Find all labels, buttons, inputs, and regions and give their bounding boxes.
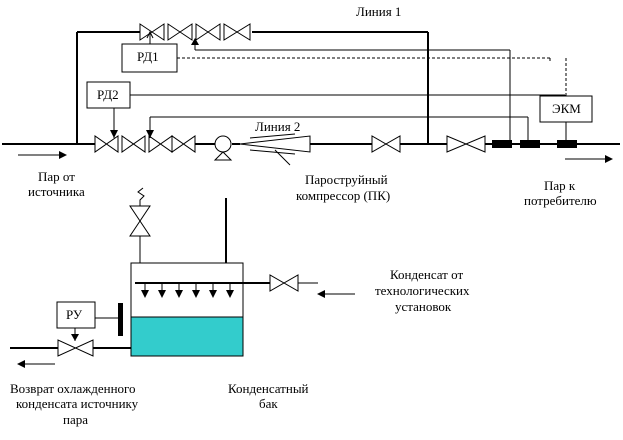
tank-safety-valve: [129, 187, 151, 237]
ejector-label: Пароструйный компрессор (ПК): [296, 172, 391, 203]
main-line-valves: [94, 135, 196, 153]
condensate-inlet: [269, 274, 355, 298]
steam-jet-compressor: [239, 133, 311, 166]
ru-regulator: [56, 301, 118, 341]
steam-to-consumer-label: Пар к потребителю: [524, 178, 597, 208]
ru-label: РУ: [66, 307, 83, 322]
rd1-signal-lines: [191, 38, 511, 144]
rd1-regulator: [121, 30, 550, 73]
ekm-gauge: [539, 58, 593, 144]
tank-water: [130, 316, 244, 357]
rd2-regulator: [86, 81, 566, 138]
rd2-label: РД2: [97, 87, 119, 102]
line-1-pipe: [76, 31, 429, 144]
rd1-label: РД1: [137, 49, 159, 64]
ekm-label: ЭКМ: [552, 101, 581, 116]
tank-label: Конденсатный бак: [228, 381, 312, 411]
line-1-label: Линия 1: [356, 4, 401, 19]
distributor-pipe: [135, 282, 270, 298]
rd2-signal-lines: [146, 116, 529, 144]
injector-node: [213, 135, 233, 161]
pipe-sensors: [492, 140, 577, 148]
line-1-valves: [139, 23, 251, 41]
line-2-label: Линия 2: [255, 119, 300, 134]
condensate-tank: [130, 198, 244, 357]
right-line-valves: [371, 135, 486, 153]
steam-from-source-label: Пар от источника: [28, 169, 85, 199]
return-pipe: [10, 339, 131, 368]
return-label: Возврат охлажденного конденсата источник…: [10, 381, 141, 427]
level-sensor: [118, 303, 123, 336]
condensate-in-label: Конденсат от технологических установок: [375, 267, 473, 314]
